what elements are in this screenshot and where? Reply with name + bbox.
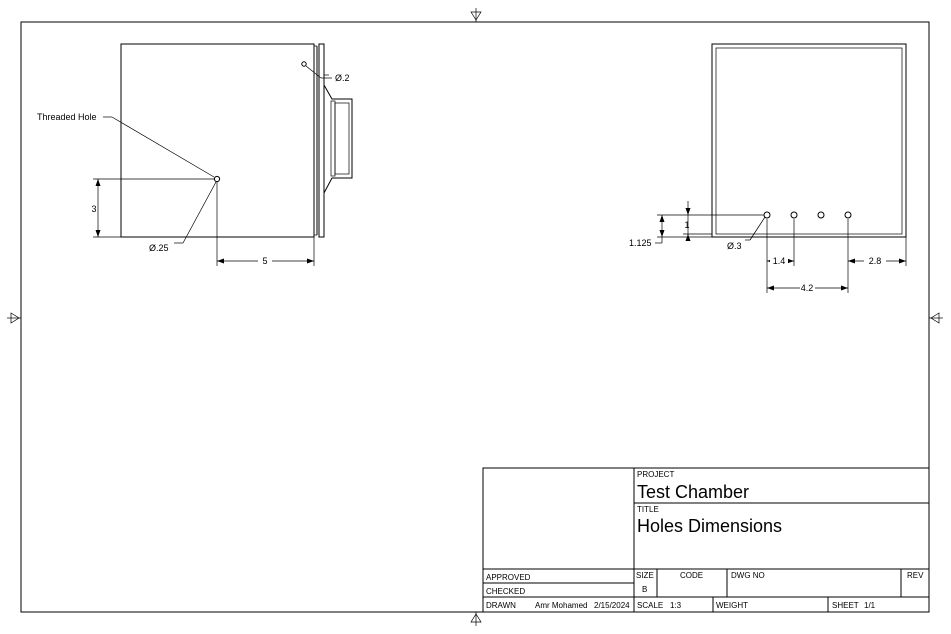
sheet-border xyxy=(20,21,930,613)
left-view: Ø.2 Threaded Hole Ø.25 3 5 xyxy=(37,43,353,266)
hole-small-callout: Ø.2 xyxy=(335,73,350,83)
center-mark-right xyxy=(929,312,943,324)
right-view-outer xyxy=(711,43,907,238)
dimension-spacing-c: 4.2 xyxy=(801,283,814,293)
checked-label: CHECKED xyxy=(486,587,525,596)
dimension-height: 3 xyxy=(91,204,96,214)
threaded-hole xyxy=(213,175,221,183)
dimension-width: 5 xyxy=(262,256,267,266)
weight-label: WEIGHT xyxy=(716,601,748,610)
code-label: CODE xyxy=(680,571,703,580)
hole-2 xyxy=(790,211,798,219)
size-label: SIZE xyxy=(636,571,654,580)
drawn-by: Amr Mohamed xyxy=(535,601,587,610)
dwg-no-label: DWG NO xyxy=(731,571,765,580)
sheet-label: SHEET xyxy=(832,601,859,610)
approved-label: APPROVED xyxy=(486,573,531,582)
center-mark-left xyxy=(7,312,21,324)
connector-outline xyxy=(323,84,353,194)
hole-3 xyxy=(817,211,825,219)
sheet-value: 1/1 xyxy=(864,601,876,610)
left-view-body xyxy=(120,43,315,238)
right-view-inner xyxy=(715,47,903,235)
drawn-label: DRAWN xyxy=(486,601,516,610)
hole-4 xyxy=(844,211,852,219)
scale-value: 1:3 xyxy=(670,601,682,610)
hole-threaded-callout: Ø.25 xyxy=(149,243,169,253)
project-name: Test Chamber xyxy=(637,482,749,502)
title-label: TITLE xyxy=(637,505,659,514)
rev-label: REV xyxy=(907,571,924,580)
right-view: 1.125 1 Ø.3 1.4 2.8 4.2 xyxy=(629,43,907,293)
title-block: PROJECT Test Chamber TITLE Holes Dimensi… xyxy=(482,467,930,613)
dimension-offset-a: 1.125 xyxy=(629,238,652,248)
project-label: PROJECT xyxy=(637,470,674,479)
threaded-hole-callout: Threaded Hole xyxy=(37,112,97,122)
small-hole xyxy=(301,61,307,67)
drawn-date: 2/15/2024 xyxy=(594,601,630,610)
size-value: B xyxy=(642,585,647,594)
hole-dia-callout: Ø.3 xyxy=(727,241,742,251)
center-mark-top xyxy=(470,8,482,22)
dimension-offset-b: 1 xyxy=(684,220,689,230)
scale-label: SCALE xyxy=(637,601,663,610)
dimension-spacing-b: 2.8 xyxy=(869,256,882,266)
drawing-title: Holes Dimensions xyxy=(637,516,782,536)
center-mark-bottom xyxy=(470,612,482,626)
dimension-spacing-a: 1.4 xyxy=(773,256,786,266)
